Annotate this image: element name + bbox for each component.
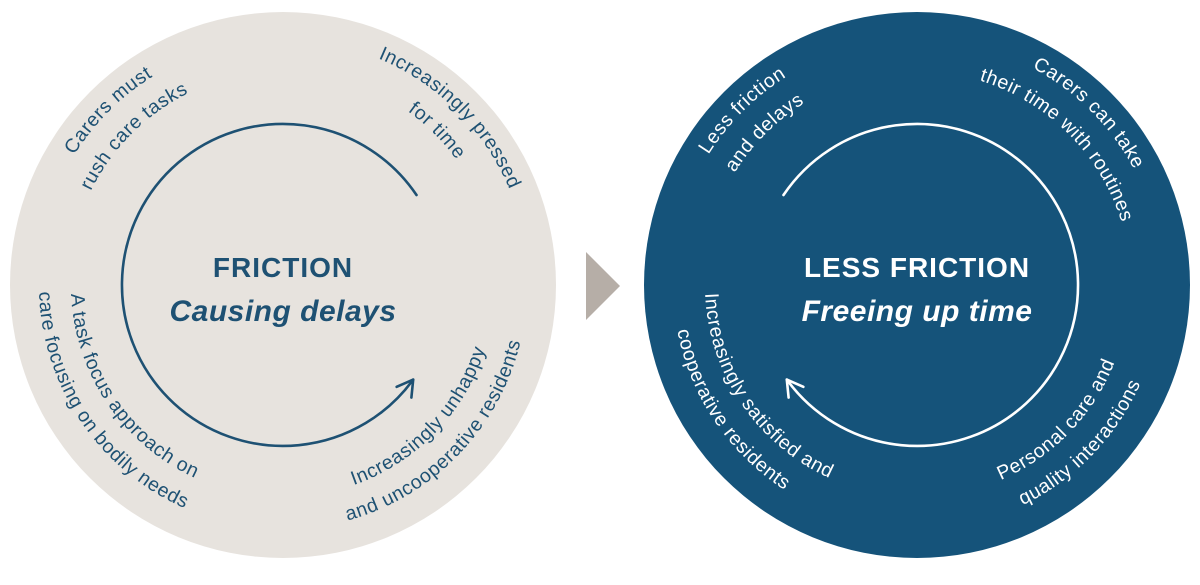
friction-subtitle: Causing delays [169,295,396,328]
clockwise-cycle-arrow-icon [782,122,1080,448]
counterclockwise-cycle-arrow-icon [120,122,418,448]
less-friction-title: LESS FRICTION [804,252,1030,283]
less-friction-circle: LESS FRICTION Freeing up time Less frict… [644,12,1190,558]
friction-title: FRICTION [213,252,353,283]
friction-circle-bg [10,12,556,558]
less-friction-subtitle: Freeing up time [802,295,1033,328]
friction-circle: FRICTION Causing delays Carers must rush… [10,12,556,558]
transition-triangle-arrow-icon [586,252,620,320]
less-friction-circle-bg [644,12,1190,558]
